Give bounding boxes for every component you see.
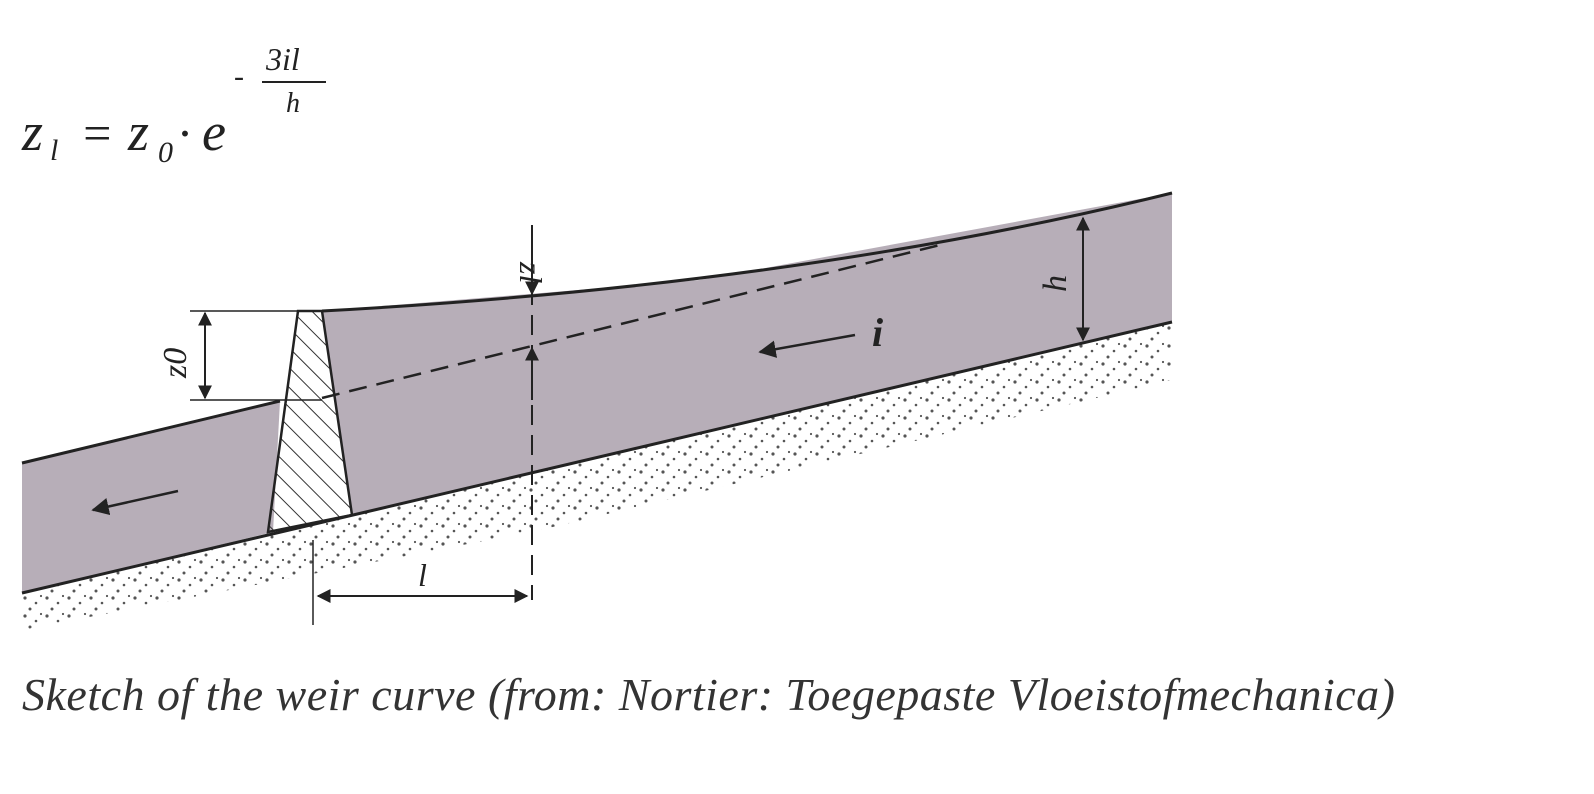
upstream-water	[322, 193, 1172, 515]
downstream-flow-arrow	[91, 489, 179, 516]
formula-base-subscript: 0	[158, 136, 173, 169]
h-label: h	[1037, 275, 1074, 292]
ground-soil	[22, 322, 1172, 630]
l-label: l	[418, 557, 427, 593]
z0-label: z0	[157, 348, 194, 379]
formula-exp-numerator: 3il	[265, 41, 300, 77]
formula-dot: ·	[178, 105, 191, 161]
formula-base: z	[127, 102, 149, 162]
formula-exp-denominator: h	[286, 88, 300, 119]
figure-caption: Sketch of the weir curve (from: Nortier:…	[22, 669, 1396, 720]
weir-formula: z l = z 0 · e - 3il h	[21, 41, 326, 169]
downstream-water-surface	[21, 399, 281, 465]
backwater-curve	[321, 191, 1173, 313]
formula-lhs-subscript: l	[50, 134, 58, 167]
formula-lhs: z	[21, 102, 43, 162]
uniform-flow-line	[321, 243, 941, 400]
formula-equals: =	[80, 105, 114, 161]
slope-label: i	[872, 310, 883, 355]
zl-label: zl	[513, 261, 549, 283]
slope-arrow	[758, 333, 856, 358]
formula-exp-sign: -	[234, 60, 244, 93]
weir-curve-diagram: z l = z 0 · e - 3il h z0 zl h i l	[21, 41, 1173, 630]
channel-bed	[21, 320, 1173, 595]
formula-exp-base: e	[202, 102, 226, 162]
